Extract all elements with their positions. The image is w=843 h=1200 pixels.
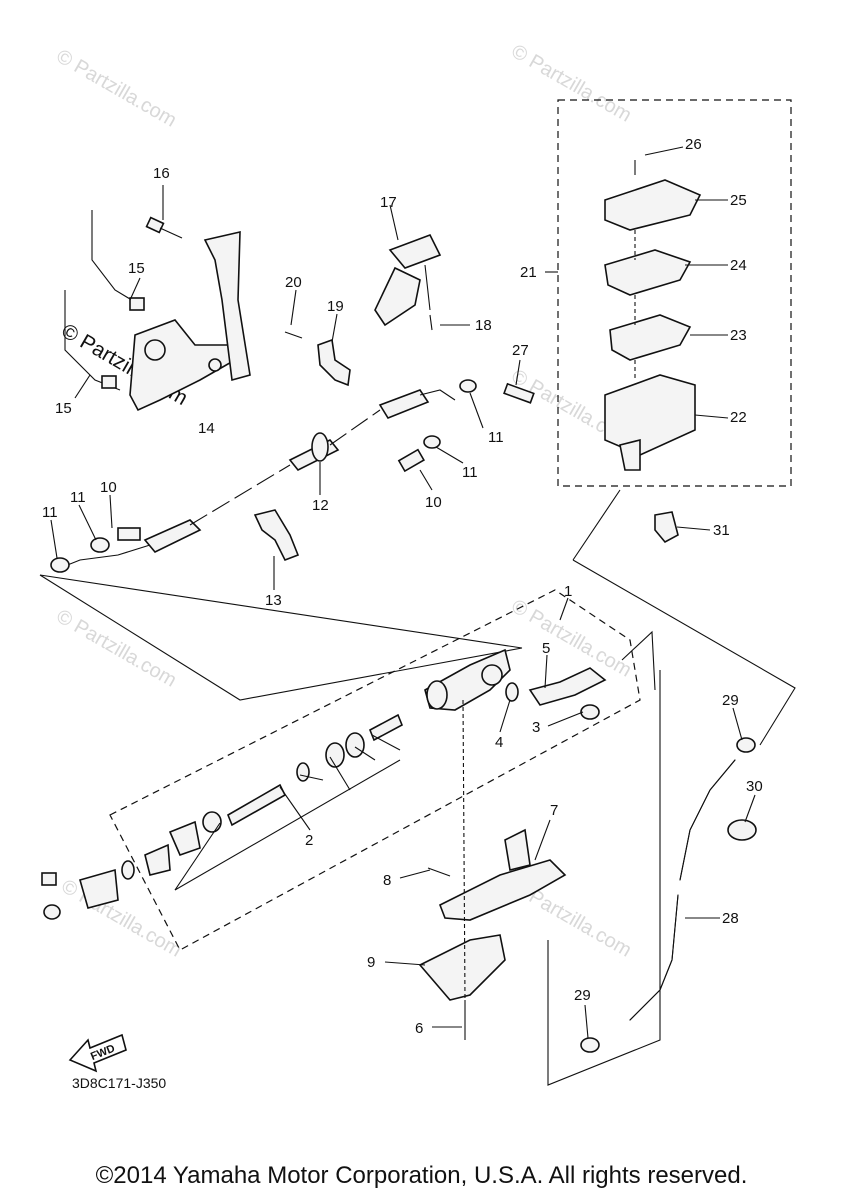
- callout: 2: [305, 832, 313, 849]
- clip-upper: [129, 297, 145, 311]
- reservoir-hose-28: [679, 759, 736, 881]
- callout: 5: [542, 640, 550, 657]
- callout: 11: [488, 429, 504, 446]
- callout: 14: [198, 420, 215, 437]
- callouts: 16 15 15 14 17 18 20 19 11 11 10 12 13 1…: [42, 136, 763, 1037]
- hose-clamp-29: [736, 737, 756, 753]
- brake-hose: [59, 389, 456, 569]
- diagram-code: 3D8C171-J350: [72, 1075, 166, 1091]
- leader-lines: [50, 146, 756, 1039]
- copyright-footer: ©2014 Yamaha Motor Corporation, U.S.A. A…: [95, 1162, 748, 1189]
- washer-11: [423, 435, 441, 449]
- grommet-12: [311, 432, 329, 462]
- cable-tie-upper: [91, 210, 141, 306]
- bolt-18: [429, 314, 433, 331]
- callout: 29: [574, 987, 591, 1004]
- callout: 16: [153, 165, 170, 182]
- callout: 11: [70, 489, 86, 506]
- watermark: © Partzilla.com: [58, 875, 186, 961]
- callout: 28: [722, 910, 739, 927]
- center-line: [462, 699, 466, 1001]
- bolt-27: [503, 382, 535, 404]
- callout: 3: [532, 719, 540, 736]
- watermarks: © Partzilla.com © Partzilla.com © Partzi…: [53, 40, 636, 961]
- callout: 15: [55, 400, 72, 417]
- callout: 8: [383, 872, 391, 889]
- watermark: © Partzilla.com: [53, 605, 181, 691]
- callout: 22: [730, 409, 747, 426]
- callout: 7: [550, 802, 558, 819]
- callout: 26: [685, 136, 702, 153]
- bolt-16: [145, 216, 183, 239]
- fwd-arrow: FWD: [68, 1033, 127, 1073]
- guard-9: [418, 934, 506, 1001]
- routing-line: [572, 489, 796, 746]
- callout: 19: [327, 298, 344, 315]
- watermark: © Partzilla.com: [508, 40, 636, 126]
- brake-pedal-bracket: [129, 230, 251, 412]
- callout: 10: [425, 494, 442, 511]
- callout: 20: [285, 274, 302, 291]
- hose-bracket-17: [374, 233, 442, 327]
- watermark: © Partzilla.com: [53, 45, 181, 131]
- clip-31: [654, 511, 679, 544]
- hose-clamp-19: [317, 338, 351, 387]
- washer-11: [459, 379, 477, 393]
- callout: 31: [713, 522, 730, 539]
- callout: 9: [367, 954, 375, 971]
- watermark: © Partzilla.com: [508, 595, 636, 681]
- callout: 11: [462, 464, 478, 481]
- routing-line: [621, 630, 656, 691]
- master-cylinder: [41, 648, 607, 920]
- union-bolt-10: [397, 448, 425, 473]
- routing-line: [39, 574, 523, 649]
- callout: 15: [128, 260, 145, 277]
- reservoir-group-box: [557, 99, 792, 487]
- callout: 1: [564, 583, 572, 600]
- washer-11: [90, 537, 110, 553]
- clamp-30: [727, 819, 757, 841]
- hose-clamp-29: [580, 1037, 600, 1053]
- hose-holder-13: [253, 509, 300, 562]
- callout: 11: [42, 504, 58, 521]
- callout: 23: [730, 327, 747, 344]
- callout: 24: [730, 257, 747, 274]
- callout: 6: [415, 1020, 423, 1037]
- union-bolt-10: [117, 527, 141, 541]
- callout: 4: [495, 734, 503, 751]
- callout: 18: [475, 317, 492, 334]
- callout: 25: [730, 192, 747, 209]
- callout: 30: [746, 778, 763, 795]
- callout: 17: [380, 194, 397, 211]
- parts-diagram: © Partzilla.com © Partzilla.com © Partzi…: [39, 40, 796, 1091]
- callout: 27: [512, 342, 529, 359]
- routing-line: [39, 574, 523, 701]
- routing-line: [547, 670, 661, 1086]
- callout: 13: [265, 592, 282, 609]
- bolt-20: [284, 331, 303, 339]
- callout: 10: [100, 479, 117, 496]
- cylinder-bracket-7: [504, 828, 531, 871]
- bolt-8: [427, 867, 451, 877]
- callout: 12: [312, 497, 329, 514]
- reservoir-assembly: [604, 160, 702, 471]
- callout: 29: [722, 692, 739, 709]
- clip-lower: [101, 375, 117, 389]
- callout: 21: [520, 264, 537, 281]
- washer-11: [50, 557, 70, 573]
- cylinder-bracket-7: [438, 859, 567, 921]
